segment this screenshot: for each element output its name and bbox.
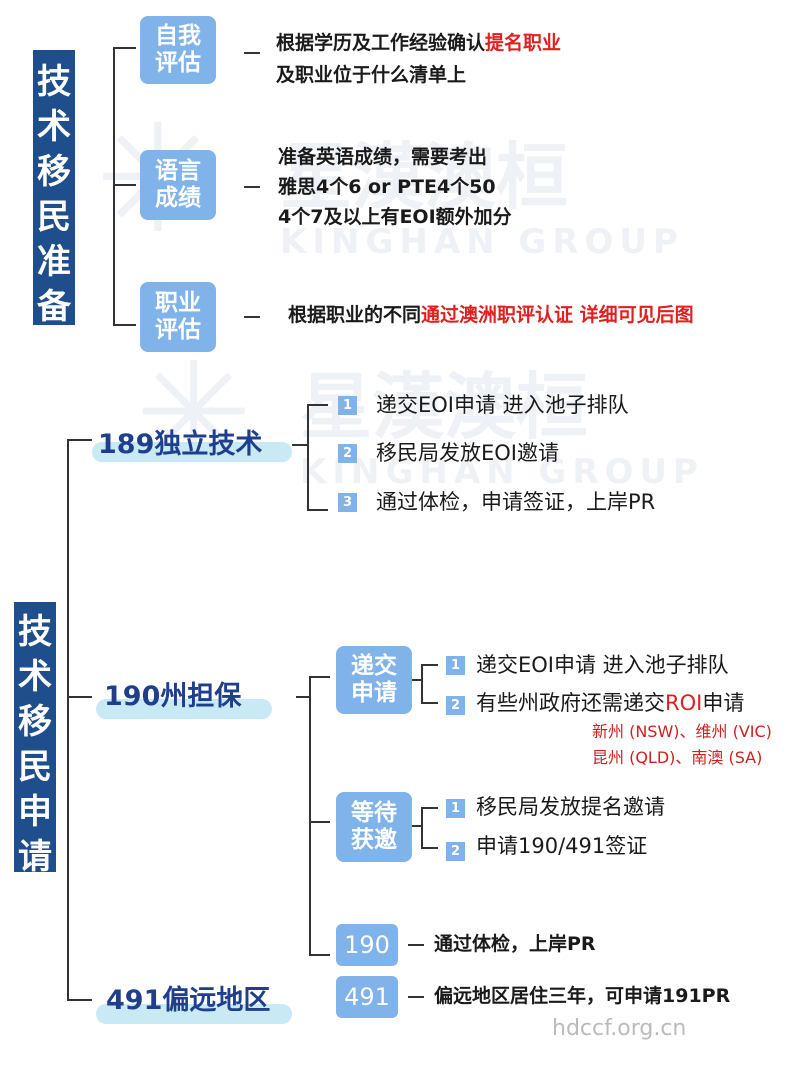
section1-title-char: 准 — [37, 242, 71, 282]
visa-189-step-3: 通过体检，申请签证，上岸PR — [376, 490, 656, 514]
category-highlight — [96, 1004, 292, 1024]
watermark-en-2: KINGHAN GROUP — [300, 452, 704, 492]
submit-application-label: 递交申请 — [336, 646, 412, 714]
visa-190-badge: 190 — [336, 924, 398, 966]
dash-connector — [244, 52, 260, 54]
language-score-text-line1: 准备英语成绩，需要考出 — [278, 146, 488, 168]
section1-title-char: 民 — [37, 197, 71, 237]
step-number-badge: 1 — [338, 396, 357, 415]
section1-title: 技 术 移 民 准 备 — [33, 50, 75, 327]
step-number-badge: 1 — [446, 656, 465, 675]
visa-190-await-step-1: 移民局发放提名邀请 — [476, 795, 665, 819]
dash-connector — [408, 944, 424, 946]
section2-title-char: 术 — [18, 657, 52, 697]
label-line: 自我 — [155, 23, 201, 49]
section2-title-char: 请 — [18, 837, 52, 877]
category-highlight — [96, 699, 272, 719]
step-number-badge: 2 — [338, 444, 357, 463]
visa-190-final-text: 通过体检，上岸PR — [434, 933, 596, 955]
visa-189-step-1: 递交EOI申请 进入池子排队 — [376, 393, 629, 417]
watermark-cn-1: 星漢澳桓 — [280, 135, 569, 219]
footer-watermark: hdccf.org.cn — [552, 1016, 687, 1041]
section1-title-char: 术 — [37, 107, 71, 147]
state-note-line2: 昆州 (QLD)、南澳 (SA) — [592, 748, 763, 767]
visa-190-await-step-2: 申请190/491签证 — [476, 834, 648, 858]
step-number-badge: 2 — [446, 842, 465, 861]
text-segment: 根据学历及工作经验确认 — [276, 32, 486, 54]
section1-title-char: 移 — [37, 152, 71, 192]
visa-491-label: 491偏远地区 — [106, 985, 271, 1016]
section2-title-char: 申 — [18, 792, 52, 832]
dash-connector — [244, 316, 260, 318]
dash-connector — [408, 996, 424, 998]
self-assessment-text-line2: 及职业位于什么清单上 — [276, 64, 467, 86]
label-line: 评估 — [155, 317, 201, 343]
text-segment: 有些州政府还需递交 — [476, 691, 665, 715]
watermark-en-1: KINGHAN GROUP — [280, 222, 684, 262]
label-line: 等待 — [351, 800, 397, 826]
language-score-label: 语言成绩 — [140, 150, 216, 220]
text-segment: 根据职业的不同 — [288, 304, 422, 326]
step-number-badge: 2 — [446, 696, 465, 715]
occupation-assessment-text: 根据职业的不同通过澳洲职评认证 详细可见后图 — [288, 300, 694, 330]
text-segment: 申请 — [702, 691, 745, 715]
visa-190-submit-step-1: 递交EOI申请 进入池子排队 — [476, 653, 729, 677]
state-note-line1: 新州 (NSW)、维州 (VIC) — [592, 722, 772, 741]
label-line: 申请 — [351, 680, 397, 706]
occupation-assessment-label: 职业评估 — [140, 282, 216, 352]
label-line: 职业 — [155, 290, 201, 316]
section2-title-char: 移 — [18, 702, 52, 742]
visa-190-submit-step-2: 有些州政府还需递交ROI申请 — [476, 689, 744, 717]
visa-491-text: 偏远地区居住三年，可申请191PR — [434, 985, 731, 1007]
dash-connector — [244, 186, 260, 188]
label-line: 获邀 — [351, 827, 397, 853]
highlight-text: ROI — [665, 691, 703, 715]
section1-title-char: 备 — [37, 287, 71, 327]
self-assessment-text-line1: 根据学历及工作经验确认提名职业 — [276, 28, 561, 58]
section2-title-char: 技 — [18, 612, 52, 652]
self-assessment-label: 自我评估 — [140, 16, 216, 84]
await-invitation-label: 等待获邀 — [336, 792, 412, 862]
label-line: 语言 — [155, 158, 201, 184]
visa-189-step-2: 移民局发放EOI邀请 — [376, 441, 559, 465]
language-score-text-line3: 4个7及以上有EOI额外加分 — [278, 206, 512, 228]
visa-189-label: 189独立技术 — [98, 429, 263, 460]
label-line: 成绩 — [155, 185, 201, 211]
section2-title: 技 术 移 民 申 请 — [14, 602, 56, 877]
section2-title-char: 民 — [18, 747, 52, 787]
highlight-text: 通过澳洲职评认证 详细可见后图 — [421, 304, 694, 326]
highlight-text: 提名职业 — [485, 32, 562, 54]
step-number-badge: 3 — [338, 493, 357, 512]
section1-title-char: 技 — [37, 62, 71, 102]
visa-190-label: 190州担保 — [104, 681, 242, 712]
language-score-text-line2: 雅思4个6 or PTE4个50 — [278, 176, 496, 198]
visa-491-badge: 491 — [336, 976, 398, 1018]
step-number-badge: 1 — [446, 799, 465, 818]
label-line: 评估 — [155, 50, 201, 76]
label-line: 递交 — [351, 653, 397, 679]
category-highlight — [92, 442, 292, 462]
